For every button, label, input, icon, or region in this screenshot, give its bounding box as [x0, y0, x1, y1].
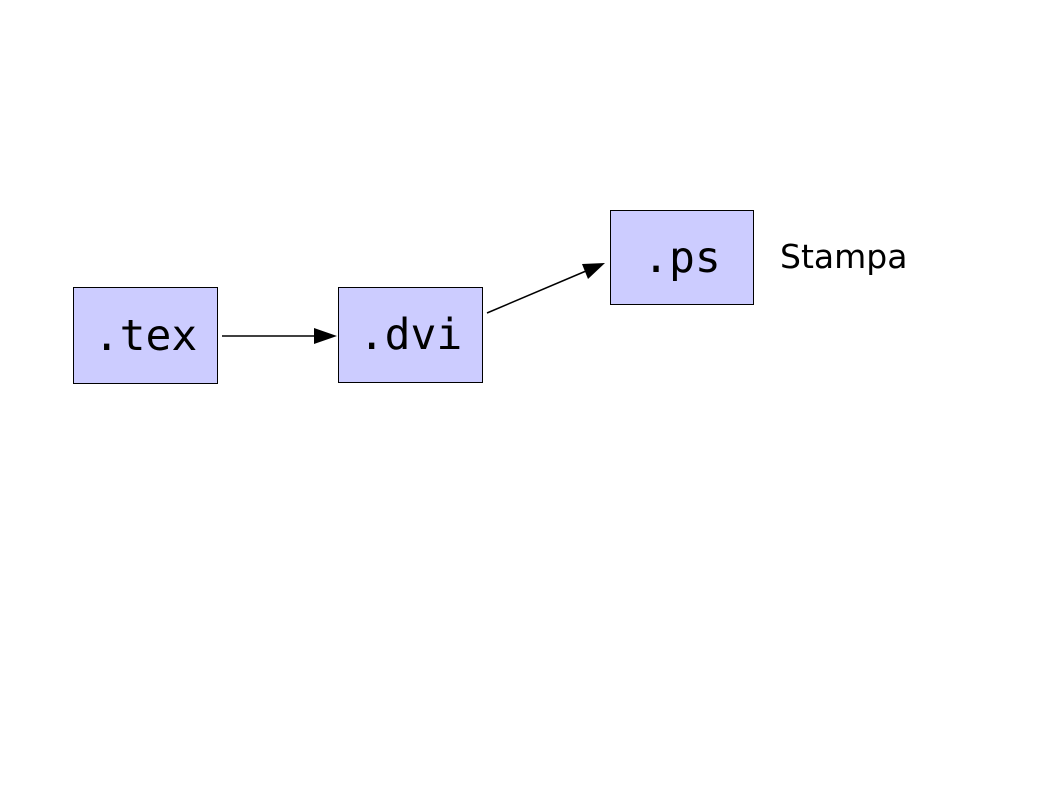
node-tex: .tex [73, 287, 218, 384]
node-ps-label: .ps [643, 232, 721, 283]
node-dvi-label: .dvi [358, 310, 463, 360]
node-tex-label: .tex [93, 310, 198, 361]
node-ps: .ps [610, 210, 754, 305]
arrow-dvi-to-ps [486, 263, 605, 314]
arrow-tex-to-dvi [222, 328, 337, 344]
node-dvi: .dvi [338, 287, 483, 383]
annotation-stampa: Stampa [780, 237, 908, 276]
